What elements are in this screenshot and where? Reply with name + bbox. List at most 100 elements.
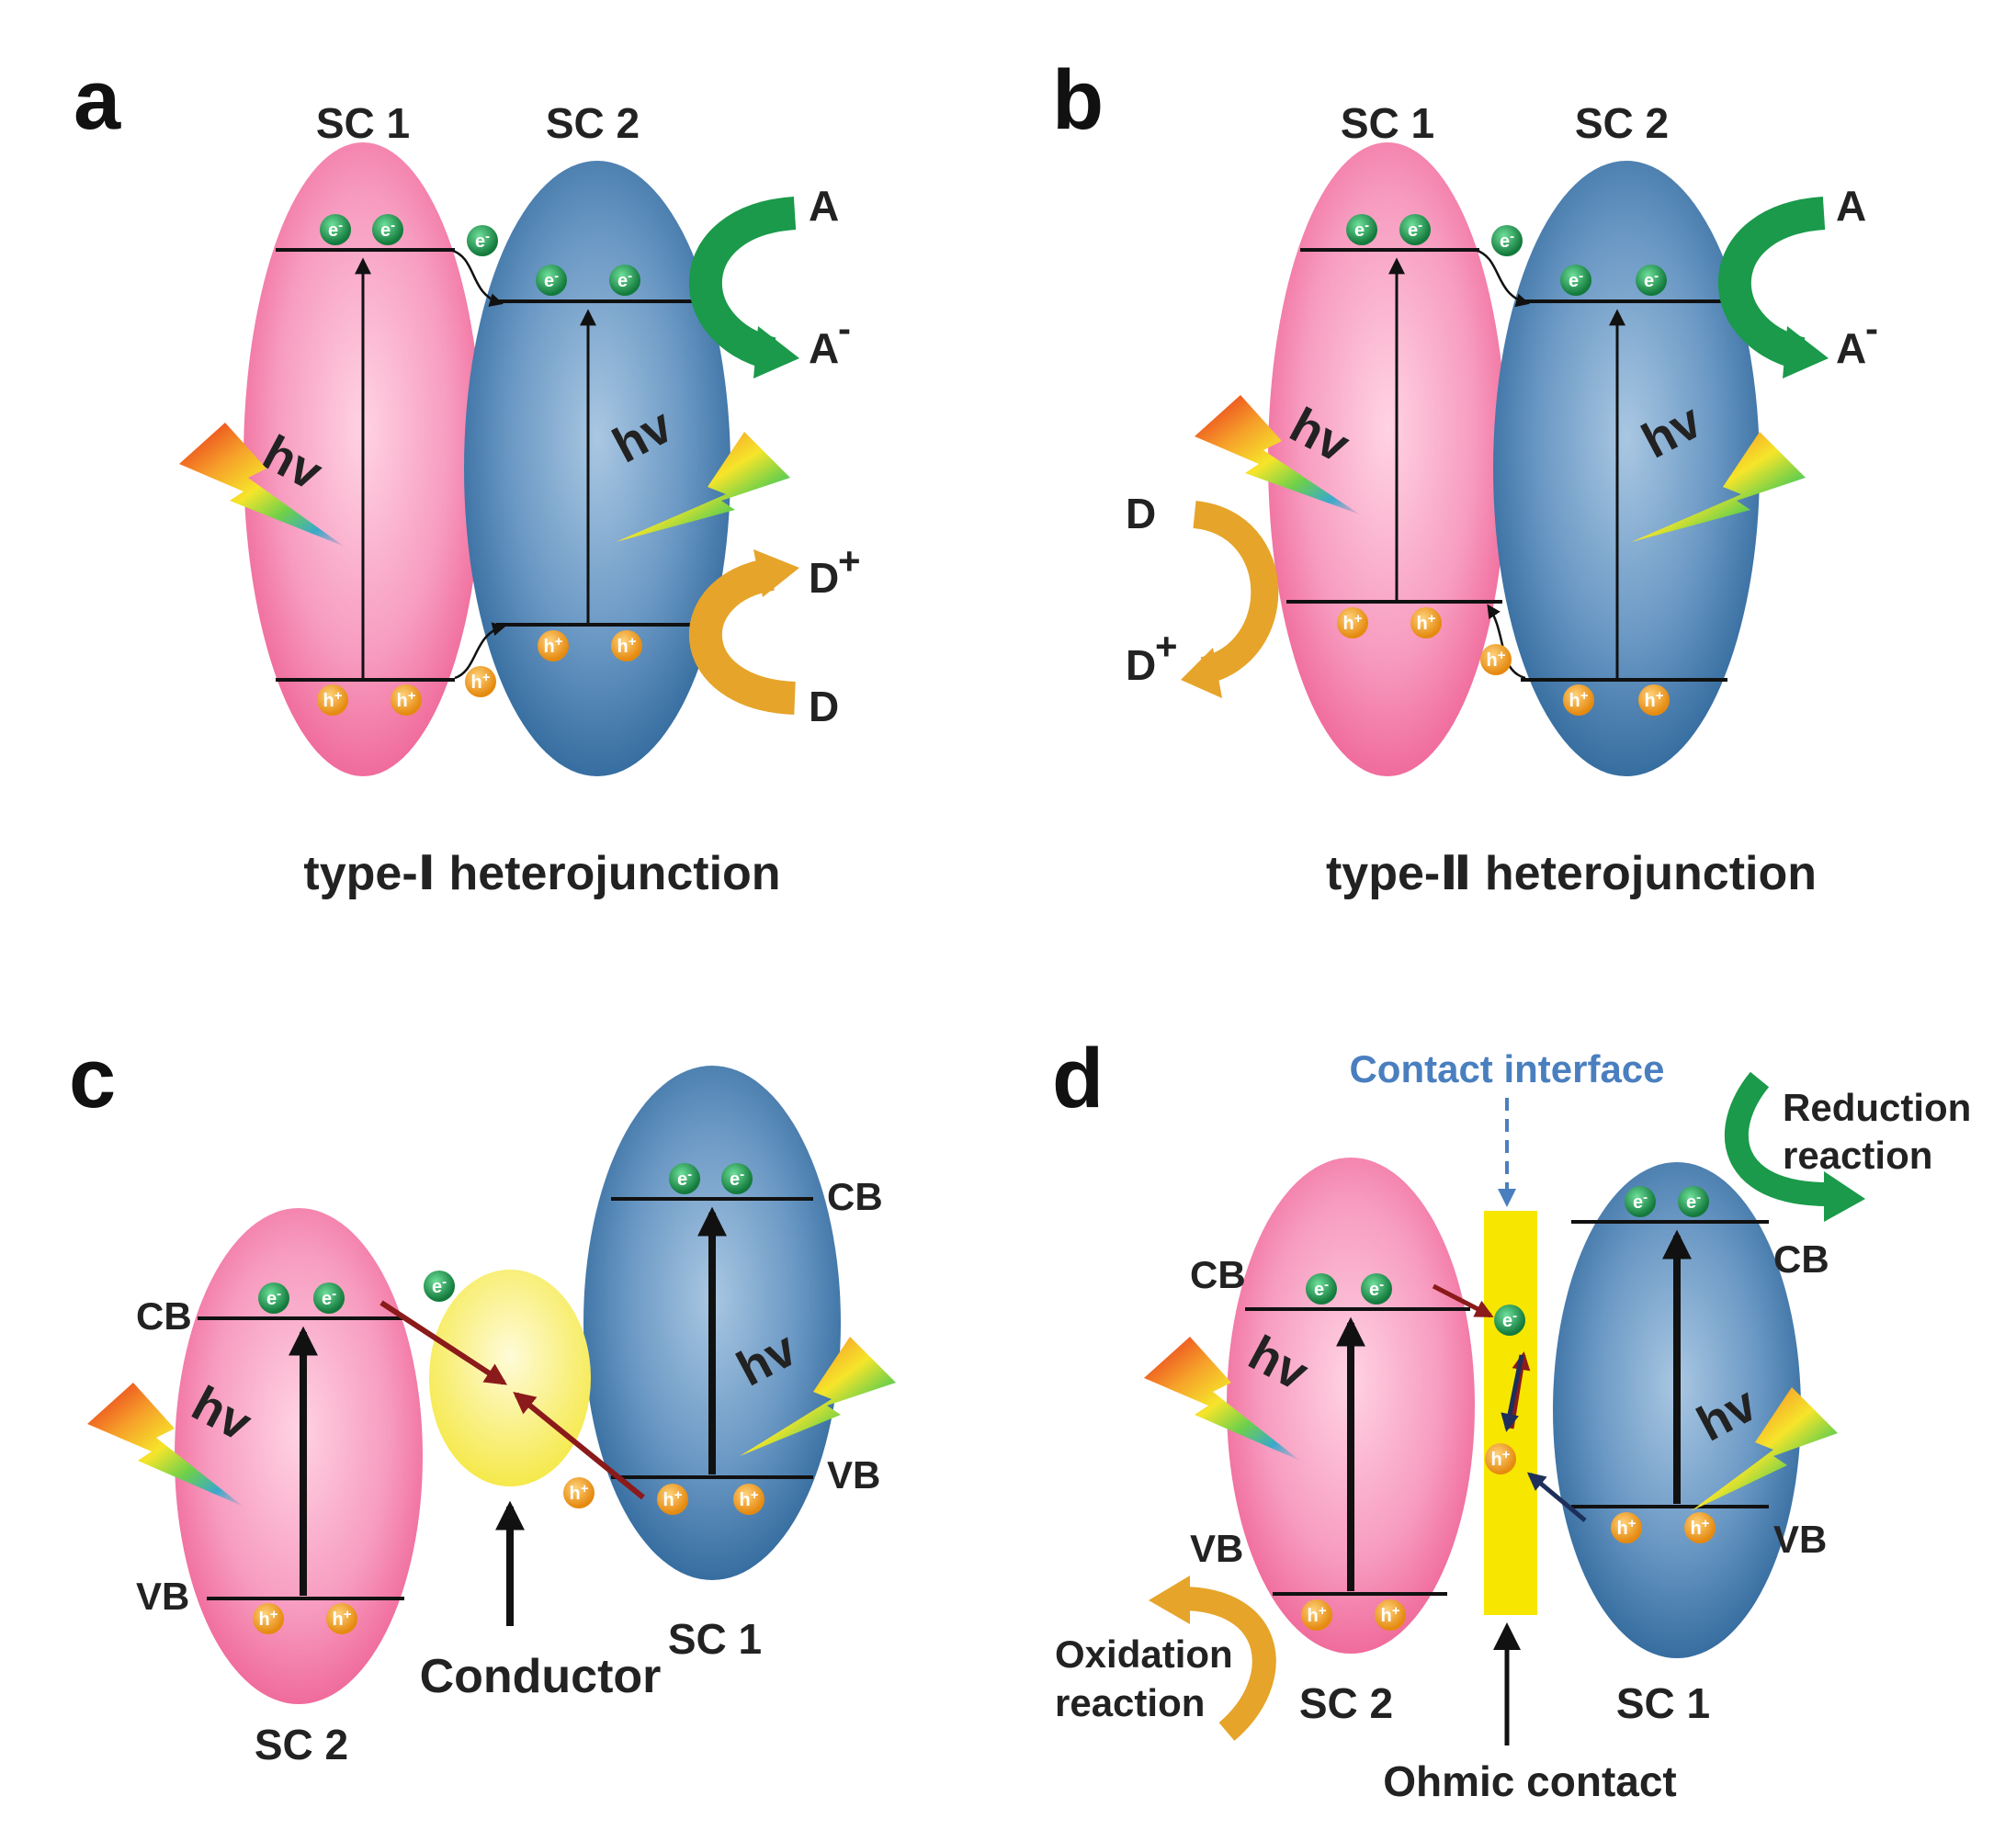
- panel-b-electron: e-: [1399, 214, 1431, 245]
- panel-a-sc1-label: SC 1: [316, 99, 410, 147]
- panel-c-vb-left: VB: [136, 1575, 189, 1618]
- electron-charge-label: -: [1643, 1190, 1648, 1205]
- hole-charge-label: +: [1428, 611, 1436, 627]
- panel-letter-b: b: [1052, 53, 1104, 147]
- panel-d-hole-to-interface-arrow: [1526, 1472, 1587, 1522]
- panel-b-reduction-arrow-head: [1783, 326, 1829, 378]
- panel-a-light-bolt-2: [616, 432, 790, 542]
- panel-d-oxidation-arrow-head: [1149, 1576, 1190, 1624]
- panel-b-acceptor: A: [1836, 182, 1866, 230]
- panel-a-electron: e-: [320, 214, 351, 245]
- electron-charge-label: -: [740, 1167, 744, 1182]
- hole-charge-label: +: [1354, 611, 1363, 627]
- panel-d-electron-to-interface-arrow: [1432, 1283, 1494, 1318]
- panel-d-contact-interface-label: Contact interface: [1349, 1047, 1664, 1090]
- panel-a-sc2-body: [464, 161, 731, 776]
- panel-c-sc2-body: [175, 1208, 423, 1704]
- panel-c-cb-left: CB: [136, 1294, 192, 1338]
- panel-a-sc2-label: SC 2: [546, 99, 640, 147]
- hole-charge-label: +: [1628, 1516, 1637, 1531]
- panel-a-reduction-arrow-head: [753, 326, 799, 378]
- electron-charge-label: -: [1512, 1308, 1517, 1324]
- panel-d-electron: e-: [1625, 1186, 1656, 1217]
- panel-d-reduction-arrow: [1724, 1071, 1829, 1206]
- panel-d-hole: h+: [1611, 1512, 1642, 1543]
- panel-b-sc1-label: SC 1: [1341, 99, 1434, 147]
- panel-b-sc2-body: [1493, 161, 1760, 776]
- panel-d-hole: h+: [1375, 1599, 1406, 1631]
- panel-a-caption: type-Ⅰ heterojunction: [303, 847, 780, 900]
- panel-c-vb-right: VB: [827, 1453, 880, 1497]
- hole-charge-label: +: [1580, 688, 1589, 704]
- panel-a-oxidation-arrow-head: [753, 549, 799, 597]
- panel-b-electron: e-: [1560, 265, 1591, 296]
- panel-d-cb-right: CB: [1773, 1237, 1829, 1281]
- panel-a-donor-charge: +: [838, 539, 861, 582]
- panel-a-hole: h+: [465, 666, 496, 697]
- panel-b-oxidation-arrow-head: [1181, 648, 1222, 698]
- panel-d-light-bolt-1: [1144, 1337, 1300, 1461]
- panel-b-electron: e-: [1346, 214, 1377, 245]
- panel-a-electron: e-: [609, 265, 640, 296]
- panel-a-electron: e-: [536, 265, 567, 296]
- electron-charge-label: -: [338, 218, 343, 233]
- panel-d: d Contact interface CB VB CB VB e- e- e-…: [1052, 1032, 1971, 1805]
- panel-d-oxidation-arrow: [1180, 1587, 1276, 1741]
- electron-charge-label: -: [332, 1286, 336, 1302]
- electron-charge-label: -: [485, 229, 490, 244]
- panel-c-conductor-body: [429, 1270, 591, 1486]
- panel-b-hole: h+: [1410, 607, 1442, 638]
- panel-d-electron: e-: [1306, 1273, 1337, 1305]
- panel-a-hole-transfer-arrow: [454, 622, 506, 680]
- hole-charge-label: +: [1498, 648, 1506, 663]
- panel-d-hole: h+: [1485, 1443, 1516, 1474]
- electron-charge-label: -: [1418, 218, 1422, 233]
- panel-letter-a: a: [74, 53, 121, 147]
- panel-b-acceptor-charge: -: [1865, 307, 1878, 350]
- hole-charge-label: +: [1502, 1447, 1511, 1463]
- panel-c-conductor-label: Conductor: [420, 1650, 662, 1703]
- panel-c-hole: h+: [253, 1603, 284, 1634]
- panel-c-sc2-label: SC 2: [255, 1721, 348, 1768]
- panel-a-acceptor-reduced: A: [809, 324, 839, 372]
- panel-c-electron: e-: [258, 1282, 289, 1314]
- hole-charge-label: +: [408, 688, 416, 704]
- panel-c-light-bolt-2: [740, 1337, 896, 1456]
- panel-c-electron: e-: [313, 1282, 345, 1314]
- panel-c-electron-to-conductor-arrow: [379, 1300, 508, 1385]
- panel-b-electron: e-: [1636, 265, 1667, 296]
- panel-a-reduction-arrow: [688, 197, 797, 370]
- panel-b-electron-transfer-arrow: [1474, 248, 1530, 308]
- panel-a-donor-oxidized: D: [809, 554, 839, 602]
- panel-b-light-bolt-2: [1631, 432, 1806, 542]
- panel-b-light-bolt-1: [1195, 395, 1360, 514]
- panel-d-cb-left: CB: [1190, 1253, 1246, 1296]
- panel-a: a SC 1 SC 2 e- e- e- e- e- h+ h+ h+ h+ h…: [74, 53, 861, 900]
- panel-a-donor: D: [809, 683, 839, 730]
- panel-a-acceptor: A: [809, 182, 839, 230]
- electron-charge-label: -: [1324, 1277, 1329, 1293]
- panel-b-sc1-body: [1268, 142, 1507, 776]
- panel-b-oxidation-arrow: [1192, 501, 1279, 684]
- hole-charge-label: +: [344, 1607, 352, 1622]
- panel-a-hole: h+: [538, 630, 569, 661]
- panel-d-vb-left: VB: [1190, 1527, 1243, 1570]
- electron-charge-label: -: [1379, 1277, 1384, 1293]
- hole-charge-label: +: [674, 1487, 683, 1503]
- panel-b-hole: h+: [1563, 684, 1594, 716]
- panel-a-hole: h+: [391, 684, 422, 716]
- panel-d-electron: e-: [1678, 1186, 1709, 1217]
- panel-c: c CB VB CB VB e- e- e- e- e- h+ h+ h+ h+…: [69, 1032, 896, 1768]
- panel-c-hole: h+: [733, 1484, 764, 1515]
- panel-a-hole: h+: [317, 684, 348, 716]
- panel-d-recombination-arrow-down: [1501, 1354, 1524, 1432]
- panel-b-donor-charge: +: [1155, 625, 1178, 668]
- panel-letter-d: d: [1052, 1032, 1104, 1125]
- panel-c-sc1-label: SC 1: [668, 1615, 762, 1663]
- electron-charge-label: -: [277, 1286, 281, 1302]
- hole-charge-label: +: [1392, 1603, 1400, 1619]
- panel-a-electron: e-: [467, 225, 498, 256]
- panel-d-electron: e-: [1494, 1305, 1525, 1336]
